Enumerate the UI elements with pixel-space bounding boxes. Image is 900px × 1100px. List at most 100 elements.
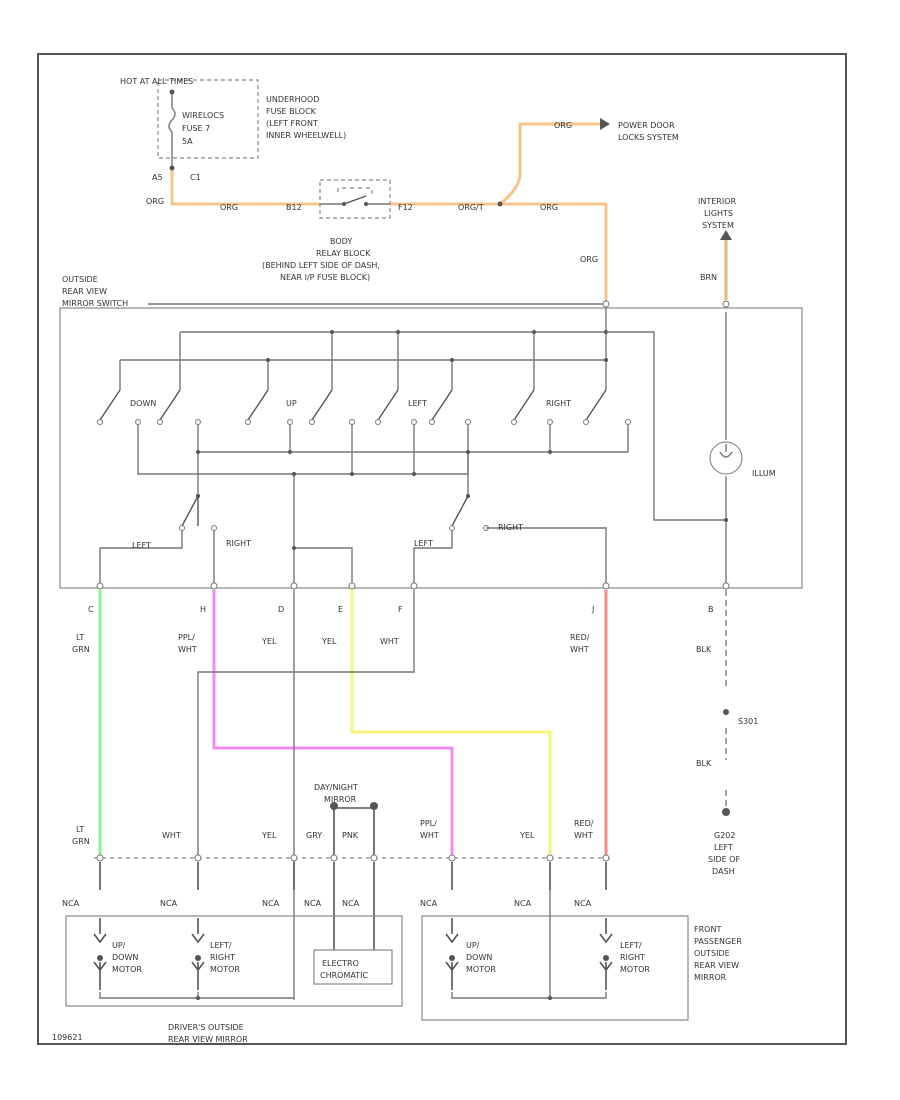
passenger-mirror-label-2: PASSENGER bbox=[694, 937, 742, 946]
yel-wire-passenger bbox=[350, 590, 552, 856]
hot-at-all-times-label: HOT AT ALL TIMES bbox=[120, 77, 193, 86]
relay-label-1: BODY bbox=[330, 237, 352, 246]
wire-red-wht-label-2: WHT bbox=[570, 645, 589, 654]
driver-updown-label-1: UP/ bbox=[112, 941, 126, 950]
org-wire-to-switch bbox=[500, 202, 608, 300]
nca-label-3: NCA bbox=[262, 899, 280, 908]
wire-ppl-wht-label-2: WHT bbox=[178, 645, 197, 654]
wire-red-wht-label-1: RED/ bbox=[570, 633, 590, 642]
selector-left-label-1: LEFT bbox=[132, 541, 151, 550]
conn-yel-label-1: YEL bbox=[261, 831, 277, 840]
illum-label: ILLUM bbox=[752, 469, 776, 478]
switch-second-bus bbox=[119, 359, 606, 390]
passenger-common-wire bbox=[451, 890, 607, 999]
fuse-block-label-2: FUSE BLOCK bbox=[266, 107, 317, 116]
power-door-label-1: POWER DOOR bbox=[618, 121, 675, 130]
wire-yel-label-1: YEL bbox=[261, 637, 277, 646]
driver-mirror-box bbox=[65, 915, 403, 1007]
wire-org-label-3: ORG bbox=[554, 121, 572, 130]
wire-org-label-6: ORG bbox=[580, 255, 598, 264]
fuse-name-label: WIRELOCS bbox=[182, 111, 224, 120]
interior-arrow bbox=[720, 230, 732, 240]
wire-org-label-1: ORG bbox=[146, 197, 164, 206]
passenger-updown-label-2: DOWN bbox=[466, 953, 492, 962]
wire-ppl-wht-label-1: PPL/ bbox=[178, 633, 195, 642]
daynight-connector bbox=[333, 807, 375, 856]
conn-ppl-wht-label: WHT bbox=[420, 831, 439, 840]
wire-wht-label: WHT bbox=[380, 637, 399, 646]
relay-label-3: (BEHIND LEFT SIDE OF DASH, bbox=[262, 261, 380, 270]
passenger-updown-label-3: MOTOR bbox=[466, 965, 496, 974]
wire-lt-grn-label-2: GRN bbox=[72, 645, 90, 654]
pin-f-label: F bbox=[398, 605, 403, 614]
conn-yel-label-2: YEL bbox=[519, 831, 535, 840]
splice-label: S301 bbox=[738, 717, 758, 726]
wire-blk-label-1: BLK bbox=[696, 645, 712, 654]
switch-left-label: LEFT bbox=[408, 399, 427, 408]
interior-label-1: INTERIOR bbox=[698, 197, 737, 206]
selector-left-label-2: LEFT bbox=[414, 539, 433, 548]
passenger-leftright-label-1: LEFT/ bbox=[620, 941, 642, 950]
ppl-wht-wire bbox=[212, 590, 454, 856]
selector-switch-right bbox=[413, 495, 607, 584]
pin-c1-label: C1 bbox=[190, 173, 201, 182]
illum-lamp bbox=[709, 441, 743, 475]
electro-label-2: CHROMATIC bbox=[320, 971, 368, 980]
wire-org-label-4: ORG/T bbox=[458, 203, 484, 212]
conn-lt-label: LT bbox=[76, 825, 84, 834]
passenger-mirror-label-3: OUTSIDE bbox=[694, 949, 730, 958]
driver-updown-label-3: MOTOR bbox=[112, 965, 142, 974]
nca-label-7: NCA bbox=[514, 899, 532, 908]
fuse-amp-label: 5A bbox=[182, 137, 193, 146]
switch-up-label: UP bbox=[286, 399, 297, 408]
wht-wire bbox=[197, 590, 415, 856]
fuse-block-label-4: INNER WHEELWELL) bbox=[266, 131, 346, 140]
fuse-block-label-1: UNDERHOOD bbox=[266, 95, 319, 104]
illum-filament bbox=[719, 444, 733, 458]
switch-pins bbox=[96, 300, 730, 590]
fuse-block: HOT AT ALL TIMES WIRELOCS FUSE 7 5A UNDE… bbox=[120, 77, 346, 168]
passenger-updown-label-1: UP/ bbox=[466, 941, 480, 950]
switch-right-label: RIGHT bbox=[546, 399, 571, 408]
connector-bodies bbox=[99, 862, 607, 950]
selector-switch-left bbox=[99, 495, 217, 584]
pin-b12-label: B12 bbox=[286, 203, 302, 212]
body-relay-block bbox=[319, 179, 391, 219]
diagram-frame bbox=[37, 53, 847, 1045]
ground-label-4: DASH bbox=[712, 867, 735, 876]
driver-leftright-motor bbox=[191, 918, 205, 990]
nca-label-4: NCA bbox=[304, 899, 322, 908]
conn-wht-label: WHT bbox=[162, 831, 181, 840]
pin-f12-label: F12 bbox=[398, 203, 413, 212]
conn-pnk-label: PNK bbox=[342, 831, 359, 840]
nca-label-1: NCA bbox=[62, 899, 80, 908]
nca-label-6: NCA bbox=[420, 899, 438, 908]
switch-label-2: REAR VIEW bbox=[62, 287, 107, 296]
passenger-leftright-label-3: MOTOR bbox=[620, 965, 650, 974]
switch-label-3: MIRROR SWITCH bbox=[62, 299, 128, 308]
daynight-label-1: DAY/NIGHT bbox=[314, 783, 358, 792]
switch-contacts bbox=[97, 389, 631, 425]
wire-yel-label-2: YEL bbox=[321, 637, 337, 646]
fuse-element bbox=[168, 92, 176, 168]
driver-mirror-label-2: REAR VIEW MIRROR bbox=[168, 1035, 248, 1044]
conn-red-wht-label: WHT bbox=[574, 831, 593, 840]
wire-org-label-5: ORG bbox=[540, 203, 558, 212]
interior-label-2: LIGHTS bbox=[704, 209, 733, 218]
relay-label-2: RELAY BLOCK bbox=[316, 249, 371, 258]
driver-leftright-label-1: LEFT/ bbox=[210, 941, 232, 950]
connector-pins bbox=[96, 854, 610, 862]
conn-ppl-label: PPL/ bbox=[420, 819, 437, 828]
conn-gry-label: GRY bbox=[306, 831, 322, 840]
driver-leftright-label-2: RIGHT bbox=[210, 953, 235, 962]
nca-label-2: NCA bbox=[160, 899, 178, 908]
pin-b-label: B bbox=[708, 605, 714, 614]
figure-code: 109621 bbox=[52, 1033, 83, 1042]
selector-right-label-2: RIGHT bbox=[498, 523, 523, 532]
electro-label-1: ELECTRO bbox=[322, 959, 359, 968]
switch-internal-bus-1 bbox=[137, 425, 469, 475]
pin-c-label: C bbox=[88, 605, 94, 614]
wire-blk-label-2: BLK bbox=[696, 759, 712, 768]
ground-label-1: G202 bbox=[714, 831, 735, 840]
driver-leftright-label-3: MOTOR bbox=[210, 965, 240, 974]
